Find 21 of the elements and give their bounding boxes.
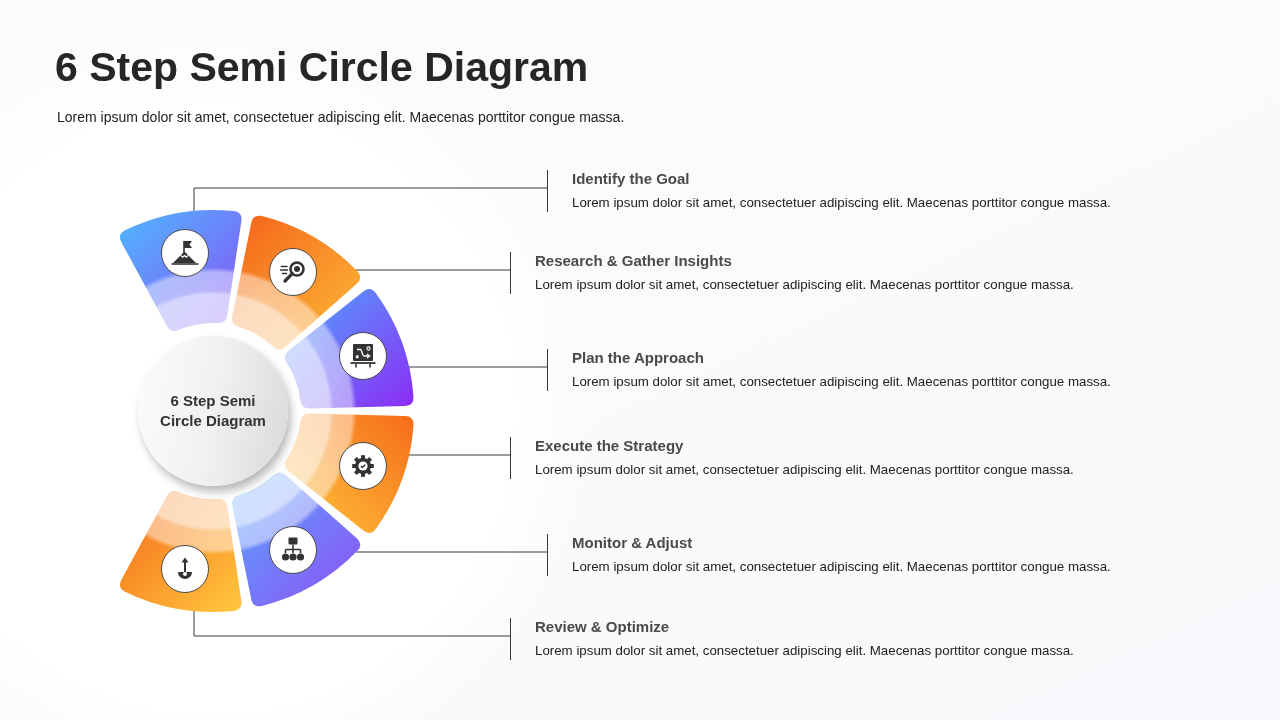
leader-line	[193, 610, 511, 637]
step-description: Lorem ipsum dolor sit amet, consectetuer adipiscing elit. Maecenas porttitor congue massa.	[535, 461, 1074, 479]
leader-line	[408, 454, 511, 456]
step-title: Review & Optimize	[535, 618, 670, 636]
step-title: Plan the Approach	[572, 349, 704, 367]
center-label: 6 Step Semi Circle Diagram	[159, 391, 267, 431]
leader-line	[355, 551, 548, 553]
leader-line	[408, 366, 548, 368]
leader-line	[355, 269, 511, 271]
step-title: Monitor & Adjust	[572, 534, 693, 552]
step-title: Execute the Strategy	[535, 437, 684, 455]
step-title: Identify the Goal	[572, 170, 690, 188]
subtitle: Lorem ipsum dolor sit amet, consectetuer adipiscing elit. Maecenas porttitor congue massa.	[57, 108, 625, 126]
step-title: Research & Gather Insights	[535, 252, 732, 270]
step-description: Lorem ipsum dolor sit amet, consectetuer adipiscing elit. Maecenas porttitor congue massa.	[535, 642, 1074, 660]
title: 6 Step Semi Circle Diagram	[55, 44, 589, 91]
leader-line	[193, 187, 548, 212]
step-description: Lorem ipsum dolor sit amet, consectetuer adipiscing elit. Maecenas porttitor congue massa.	[572, 194, 1111, 212]
step-description: Lorem ipsum dolor sit amet, consectetuer adipiscing elit. Maecenas porttitor congue massa.	[572, 373, 1111, 391]
step-description: Lorem ipsum dolor sit amet, consectetuer adipiscing elit. Maecenas porttitor congue massa.	[572, 558, 1111, 576]
step-description: Lorem ipsum dolor sit amet, consectetuer adipiscing elit. Maecenas porttitor congue massa.	[535, 276, 1074, 294]
